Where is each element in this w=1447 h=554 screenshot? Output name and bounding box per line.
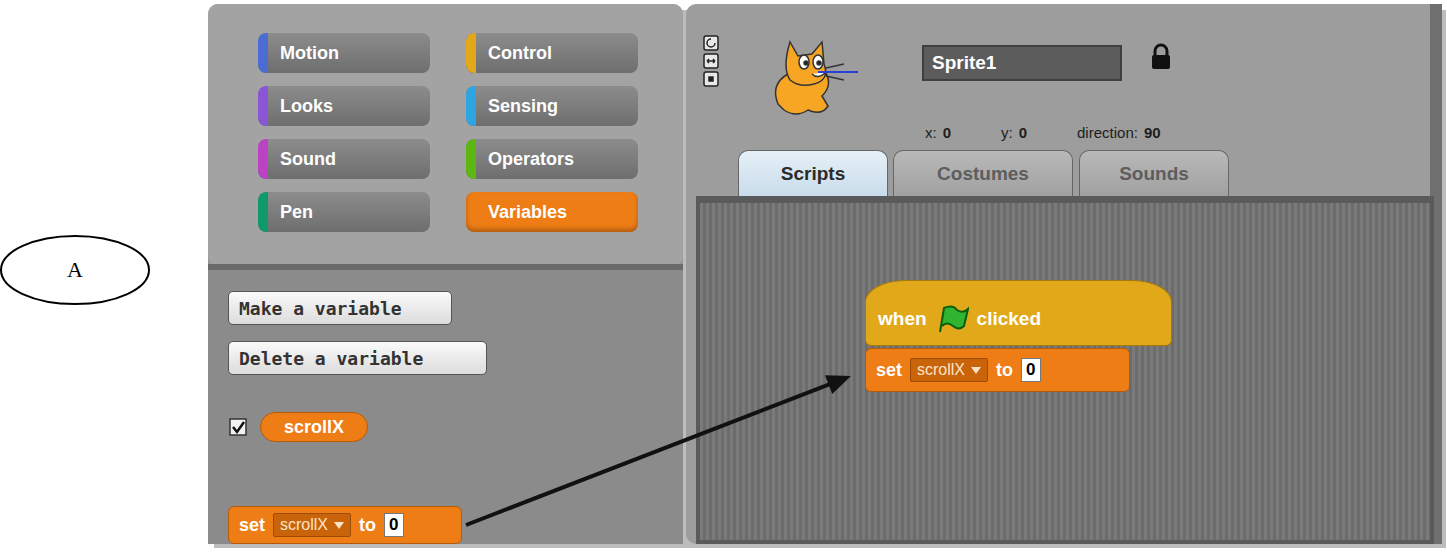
category-color-stripe [466,139,476,179]
cat-sprite [776,42,858,114]
variable-name: scrollX [284,417,344,438]
category-button: Sound [258,139,430,179]
drag-arrow [466,375,851,525]
category-label: Pen [280,202,313,223]
variable-checkbox [230,419,246,435]
dropdown-value: scrollX [917,361,965,379]
coordinate-value: 90 [1144,124,1161,141]
number-input: 0 [1021,358,1040,382]
category-button: Looks [258,86,430,126]
category-color-stripe [258,139,268,179]
block-label: set [239,515,265,536]
category-label: Motion [280,43,339,64]
set-variable-block: set scrollX to 0 [865,348,1130,392]
category-label: Variables [488,202,567,223]
category-color-stripe [258,86,268,126]
dropdown-triangle [334,522,344,529]
block-label: to [996,360,1013,381]
green-flag-icon [935,304,969,334]
panel-divider [208,264,683,270]
coordinate-value: 0 [943,124,951,141]
blocks-palette [208,270,683,544]
category-button: Variables [466,192,638,232]
category-button: Control [466,33,638,73]
category-button: Pen [258,192,430,232]
panel-tab: Scripts [738,150,888,196]
category-color-stripe [258,192,268,232]
category-label: Looks [280,96,333,117]
sprite-name-field: Sprite1 [922,45,1122,81]
callout-letter: A [67,257,83,283]
dropdown-value: scrollX [280,516,328,534]
dropdown-triangle [971,367,981,374]
category-label: Sensing [488,96,558,117]
palette-button: Make a variable [228,291,452,325]
block-label: set [876,360,902,381]
coordinate-label: y: [1001,124,1013,141]
palette-button: Delete a variable [228,341,487,375]
set-variable-block: set scrollX to 0 [228,506,462,544]
number-input: 0 [384,513,403,537]
variable-dropdown: scrollX [910,358,988,382]
category-color-stripe [466,86,476,126]
rotation-icons [704,36,718,86]
sprite-panel [686,4,1442,544]
category-button: Motion [258,33,430,73]
category-panel [208,4,683,266]
variable-reporter: scrollX [260,412,368,442]
sprite-name: Sprite1 [932,52,996,74]
callout-circle: A [0,235,150,305]
block-label: when [878,308,927,330]
panel-tab: Costumes [893,150,1073,196]
panel-tab: Sounds [1079,150,1229,196]
variable-dropdown: scrollX [273,513,351,537]
lock-icon [1152,45,1170,69]
coordinate-value: 0 [1019,124,1027,141]
script-area-frame [696,196,1434,544]
category-label: Operators [488,149,574,170]
tab-label: Sounds [1119,163,1189,185]
coordinate-label: x: [925,124,937,141]
button-label: Delete a variable [239,348,423,369]
block-label: to [359,515,376,536]
palette-panel [208,4,683,544]
button-label: Make a variable [239,298,402,319]
category-color-stripe [258,33,268,73]
category-button: Operators [466,139,638,179]
block-label: clicked [977,308,1041,330]
category-label: Sound [280,149,336,170]
category-label: Control [488,43,552,64]
category-color-stripe [466,33,476,73]
category-button: Sensing [466,86,638,126]
tab-label: Scripts [781,163,845,185]
hat-block: when clicked [865,280,1172,346]
tab-label: Costumes [937,163,1029,185]
coordinate-label: direction: [1077,124,1138,141]
